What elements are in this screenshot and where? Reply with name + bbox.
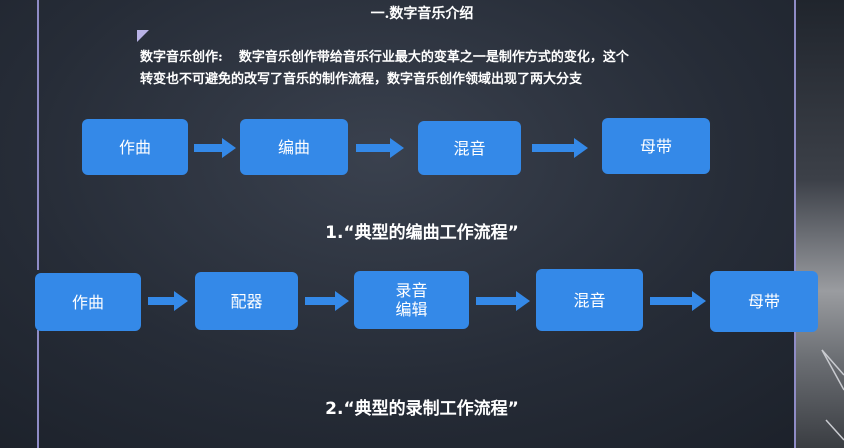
left-accent-line <box>37 0 39 270</box>
left-accent-line-lower <box>37 330 39 448</box>
flow1-caption: 1.“典型的编曲工作流程” <box>325 223 519 243</box>
flow2-step-edit-label: 编辑 <box>395 300 428 319</box>
flow1-step-master: 母带 <box>602 118 710 174</box>
flow2-step-compose: 作曲 <box>35 273 141 331</box>
intro-line-2: 转变也不可避免的改写了音乐的制作流程，数字音乐创作领域出现了两大分支 <box>140 72 583 87</box>
flow1-step-arrange: 编曲 <box>240 119 348 175</box>
right-decoration-lines <box>821 349 844 441</box>
flow2-step-master: 母带 <box>710 271 818 332</box>
flow1-step-compose: 作曲 <box>82 119 188 175</box>
flow2-step-mix: 混音 <box>536 269 643 331</box>
flow2-step-record-edit: 录音 编辑 <box>354 271 469 329</box>
flow2-caption: 2.“典型的录制工作流程” <box>325 399 519 419</box>
flow2-step-master-label: 母带 <box>747 292 780 311</box>
flow1-step-mix: 混音 <box>418 121 521 175</box>
flow2-arrow-2 <box>305 291 349 311</box>
intro-line-1: 数字音乐创作带给音乐行业最大的变革之一是制作方式的变化，这个 <box>238 50 629 65</box>
flow2-arrow-4 <box>650 291 706 311</box>
slide-title: 一.数字音乐介绍 <box>370 6 474 22</box>
intro-lead: 数字音乐创作: <box>140 50 223 65</box>
right-accent-line <box>794 0 796 448</box>
flow2-step-orchestrate-label: 配器 <box>230 291 263 311</box>
corner-triangle-icon <box>137 30 149 42</box>
flow2-arrow-3 <box>476 291 530 311</box>
flow2-step-compose-label: 作曲 <box>71 292 104 312</box>
flow1-step-master-label: 母带 <box>639 136 672 156</box>
flow1-step-mix-label: 混音 <box>453 138 486 158</box>
flow2-step-record-label: 录音 <box>395 281 428 300</box>
flow1-arrow-3 <box>532 138 588 158</box>
flow2-arrow-1 <box>148 291 188 311</box>
flow2-step-mix-label: 混音 <box>573 290 606 310</box>
intro-paragraph: 数字音乐创作: 数字音乐创作带给音乐行业最大的变革之一是制作方式的变化，这个 转变… <box>140 47 730 91</box>
flow1-arrow-2 <box>356 138 404 158</box>
flow1-arrow-1 <box>194 138 236 158</box>
flow1-step-compose-label: 作曲 <box>118 137 151 157</box>
flow1-step-arrange-label: 编曲 <box>277 137 310 157</box>
flow2-step-orchestrate: 配器 <box>195 272 298 330</box>
